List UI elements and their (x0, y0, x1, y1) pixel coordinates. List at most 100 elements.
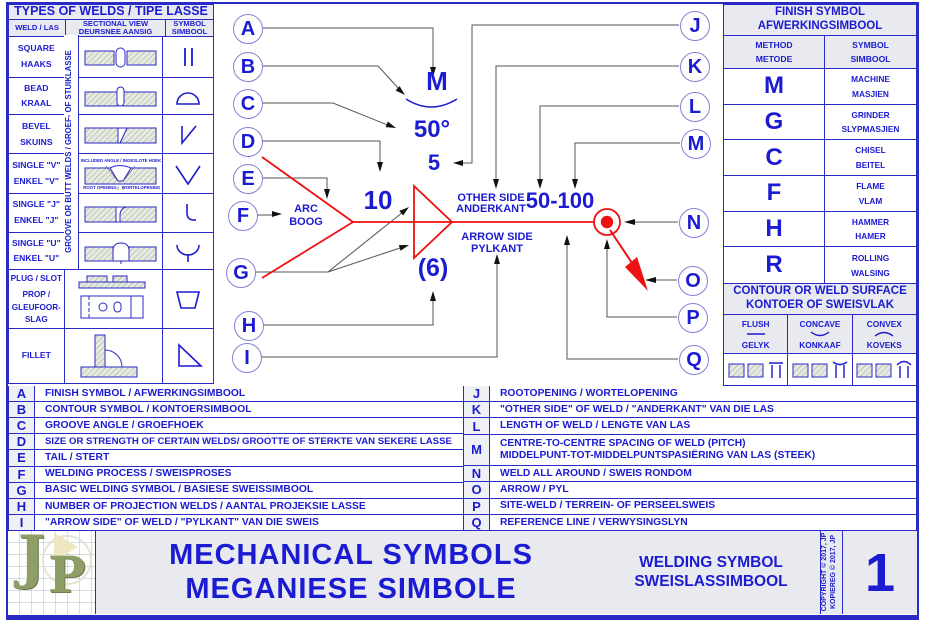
finish-symbol-table: FINISH SYMBOL AFWERKINGSIMBOOL METHOD ME… (723, 4, 917, 284)
weld-name-bevel: BEVEL SKUINS (9, 115, 65, 155)
callout-h: H (234, 311, 264, 341)
finish-name-en: CHISEL (855, 145, 886, 156)
legend-letter: G (9, 482, 35, 498)
legend-letter: D (9, 434, 35, 450)
finish-row-rolling: R ROLLING WALSING (724, 247, 916, 284)
finish-letter: G (724, 104, 825, 141)
legend-letter: O (464, 482, 490, 498)
finish-name-en: MACHINE (851, 73, 890, 84)
contour-symbol-flush (724, 354, 787, 385)
finish-table-title: FINISH SYMBOL AFWERKINGSIMBOOL (724, 5, 916, 36)
sheet-subtitle: WELDING SYMBOL SWEISLASSIMBOOL (606, 553, 816, 591)
finish-name-en: ROLLING (851, 252, 890, 263)
finish-letter: C (724, 140, 825, 177)
legend-letter: B (9, 402, 35, 418)
row-label: HAAKS (21, 59, 52, 70)
callout-c: C (233, 89, 263, 119)
flush-contour-icon (746, 333, 765, 335)
callout-d: D (233, 127, 263, 157)
legend-letter: F (9, 466, 35, 482)
logo-triangle-icon (54, 533, 78, 561)
finish-col-method: METHOD METODE (724, 36, 825, 69)
sectional-view-bead (78, 77, 163, 116)
contour-header-flush: FLUSH GELYK (724, 315, 788, 354)
sectional-view-plug-slot (64, 270, 163, 329)
finish-name: GRINDER SLYPMASJIEN (825, 105, 916, 141)
other-side-label: OTHER SIDE ANDERKANT (456, 193, 526, 214)
contour-col-convex: CONVEX KOVEKS (852, 315, 916, 385)
symbol-single-u (163, 233, 213, 271)
concave-contour-icon (810, 331, 830, 337)
callout-m: M (681, 129, 711, 159)
table-row-bevel: BEVEL SKUINS (9, 115, 213, 155)
callout-letter: I (244, 346, 250, 369)
finish-name-af: MASJIEN (852, 88, 889, 99)
copyright-en: COPYRIGHT © 2017, JP (821, 532, 828, 612)
weld-name-single-j: SINGLE "J" ENKEL "J" (9, 193, 65, 233)
legend-text: REFERENCE LINE / VERWYSINGSLYN (500, 516, 688, 528)
legend-letter: N (464, 466, 490, 482)
legend-letter: K (464, 402, 490, 418)
included-angle-label: INCLUDED ANGLE / INGESLOTE HOEK (81, 158, 162, 163)
weld-name-single-v: SINGLE "V" ENKEL "V" (9, 154, 65, 194)
finish-letter: H (724, 211, 825, 248)
weld-name-bead: BEAD KRAAL (9, 77, 65, 116)
legend-text: "ARROW SIDE" OF WELD / "PYLKANT" VAN DIE… (45, 516, 319, 528)
bead-symbol-icon (176, 91, 200, 105)
row-label: SQUARE (17, 43, 55, 54)
row-label: SINGLE "V" (12, 160, 61, 171)
logo-letter-p: P (48, 545, 86, 604)
finish-col-symbol: SYMBOL SIMBOOL (825, 36, 916, 69)
types-table-header: WELD / LAS SECTIONAL VIEW DEURSNEE AANSI… (9, 19, 213, 37)
fillet-symbol-icon (178, 343, 203, 367)
table-row-square: SQUARE HAAKS (9, 36, 213, 78)
contour-header-convex: CONVEX KOVEKS (852, 315, 916, 354)
copyright-af: KOPIEREG © 2017, JP (829, 534, 837, 610)
finish-letter: R (724, 247, 825, 284)
finish-name: CHISEL BEITEL (825, 140, 916, 177)
callout-k: K (680, 52, 710, 82)
sheet-border (6, 2, 919, 620)
contour-symbol-convex (853, 354, 916, 385)
finish-table-header: METHOD METODE SYMBOL SIMBOOL (724, 36, 916, 69)
legend-letter: A (9, 386, 35, 402)
legend-text: SIZE OR STRENGTH OF CERTAIN WELDS/ GROOT… (45, 436, 452, 448)
finish-name: HAMMER HAMER (825, 212, 916, 248)
legend-text: ROOTOPENING / WORTELOPENING (500, 387, 678, 399)
root-opening-label: ROOT OPENING (83, 185, 117, 190)
legend-text: "OTHER SIDE" OF WELD / "ANDERKANT" VAN D… (500, 404, 774, 416)
other-side-en: OTHER SIDE (457, 192, 525, 204)
symbol-af: SIMBOOL (850, 54, 891, 64)
sectional-view-square (78, 36, 163, 78)
weld-name-single-u: SINGLE "U" ENKEL "U" (9, 232, 65, 271)
callout-letter: P (686, 306, 700, 329)
sheet-subtitle-af: SWEISLASSIMBOOL (634, 573, 788, 590)
col-header-symbol-af: SIMBOOL (171, 26, 208, 36)
copyright-text: COPYRIGHT © 2017, JP KOPIEREG © 2017, JP (821, 532, 839, 612)
callout-letter: G (233, 261, 249, 284)
arc-boog-label: ARC BOOG (289, 203, 323, 228)
finish-name-af: WALSING (851, 267, 890, 278)
single-u-symbol-icon (176, 244, 200, 262)
concave-weld-sketch (792, 360, 848, 378)
single-v-weld-sketch: INCLUDED ANGLE / INGESLOTE HOEK ROOT OPE… (81, 158, 162, 190)
callout-p: P (678, 303, 708, 333)
contour-en: FLUSH (741, 318, 770, 329)
legend-text: SITE-WELD / TERREIN- OF PERSEELSWEIS (500, 500, 716, 512)
plug-slot-weld-sketch (78, 275, 146, 319)
contour-af: GELYK (741, 339, 770, 350)
sectional-view-single-u (78, 232, 163, 271)
symbol-bead (163, 78, 213, 116)
callout-n: N (679, 208, 709, 238)
callout-letter: L (688, 95, 702, 118)
fillet-weld-sketch (80, 334, 138, 378)
finish-row-machine: M MACHINE MASJIEN (724, 69, 916, 105)
contour-header-concave: CONCAVE KONKAAF (788, 315, 852, 354)
legend-text: WELDING PROCESS / SWEISPROSES (45, 468, 232, 480)
